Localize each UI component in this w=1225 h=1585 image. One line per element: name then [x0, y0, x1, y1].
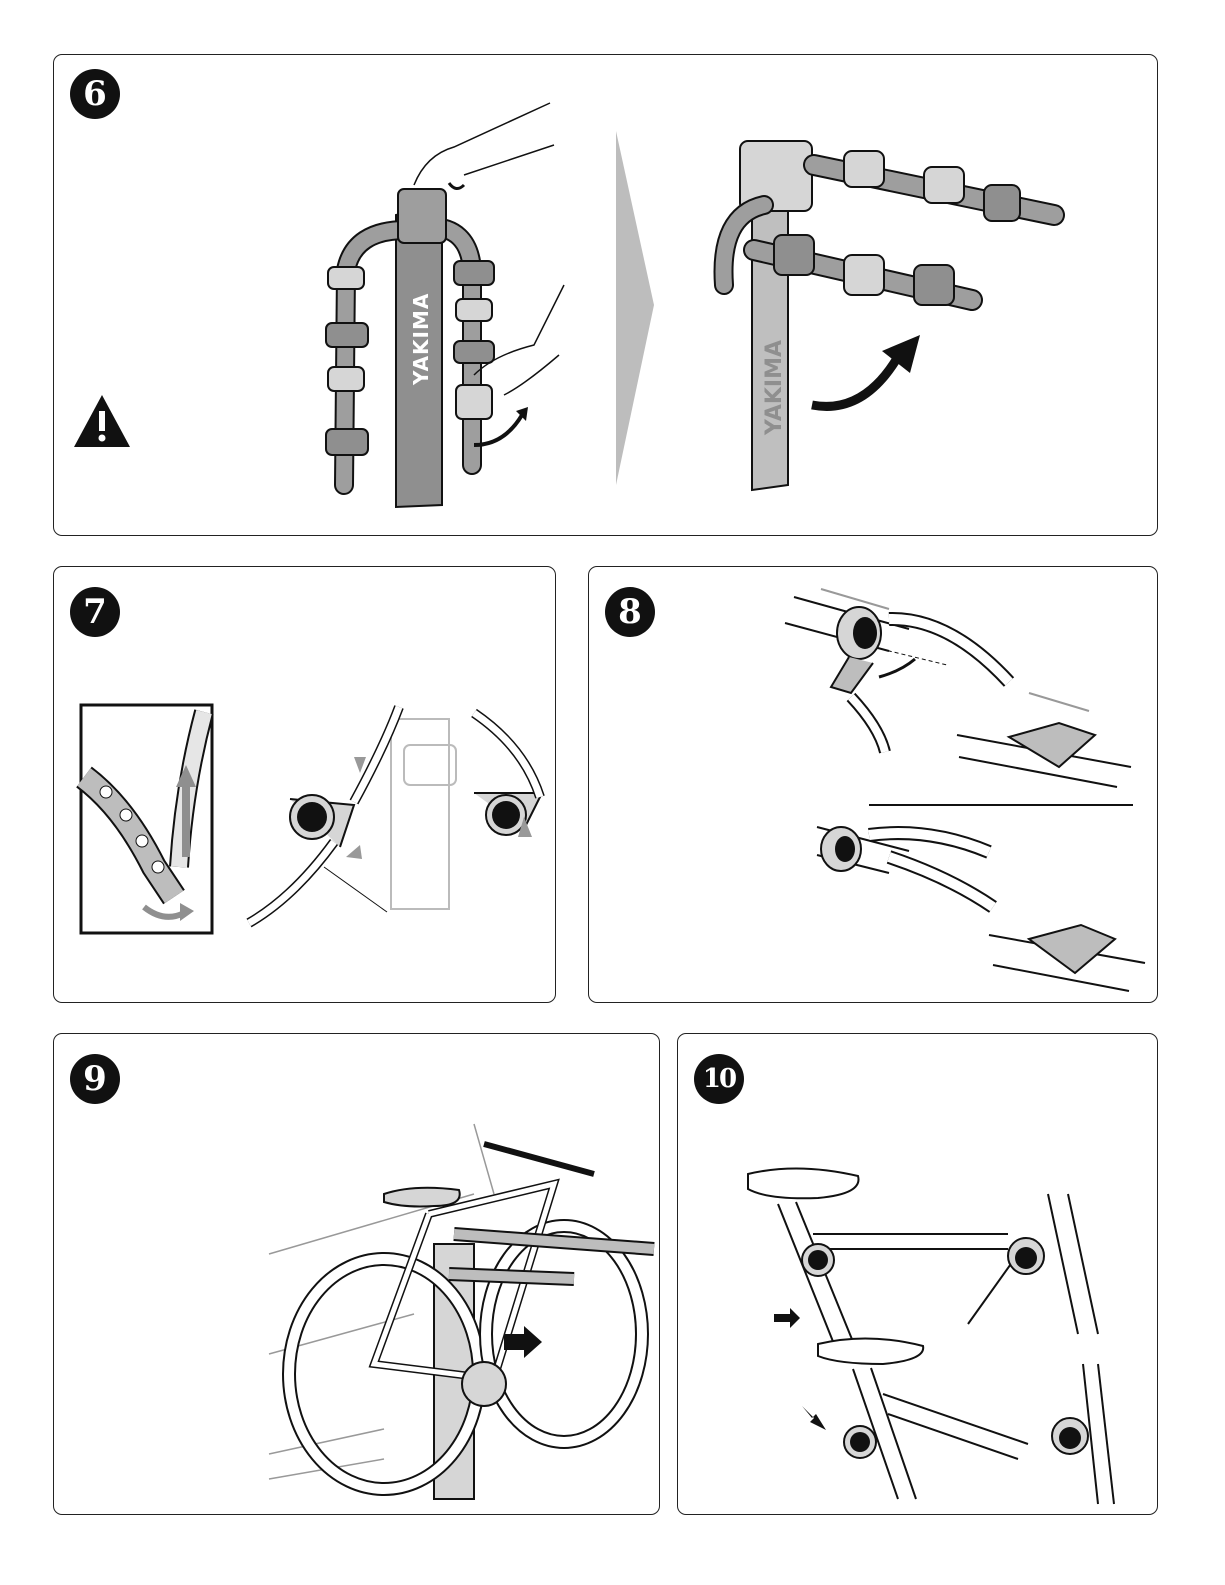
step-9-illustration — [54, 1034, 660, 1515]
step-8-illustration — [589, 567, 1158, 1003]
step-10-illustration — [678, 1034, 1158, 1515]
brand-label-right: YAKIMA — [762, 340, 787, 436]
step-7-illustration — [54, 567, 556, 1003]
rack-folded-drawing: YAKIMA — [326, 103, 564, 507]
transition-arrow — [616, 131, 654, 485]
strap-detail-inset — [81, 705, 212, 933]
frame-strap-drawing-bottom — [802, 1338, 1114, 1504]
step-8-panel: 8 — [588, 566, 1158, 1003]
step-6-illustration: YAKIMA — [54, 55, 1158, 536]
step-6-panel: 6 — [53, 54, 1158, 536]
frame-strap-drawing-top — [748, 1168, 1098, 1354]
bike-mounted-drawing — [269, 1124, 654, 1499]
brand-label-left: YAKIMA — [409, 293, 433, 386]
cradle-rotation-drawing — [785, 589, 1145, 991]
step-10-panel: 10 — [677, 1033, 1158, 1515]
strap-routing-drawing — [249, 707, 542, 923]
step-9-panel: 9 — [53, 1033, 660, 1515]
rack-unfolded-drawing: YAKIMA — [724, 141, 1055, 490]
warning-triangle-icon — [74, 395, 130, 447]
step-7-panel: 7 — [53, 566, 556, 1003]
